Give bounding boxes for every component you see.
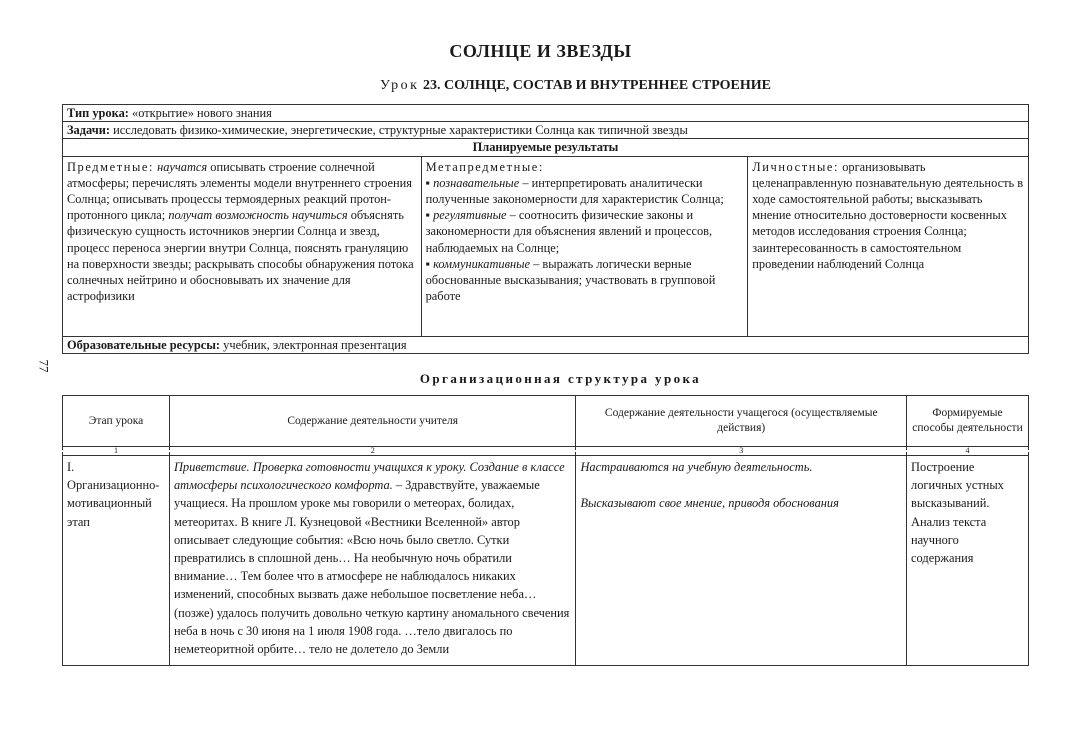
- personal-text: организовывать целенаправленную познават…: [752, 159, 1024, 271]
- subject-label: Предметные:: [67, 159, 155, 174]
- column-number: 4: [906, 446, 1029, 456]
- lesson-structure-table: Этап урока Содержание деятельности учите…: [62, 395, 1029, 666]
- subject-learn-text: описывать строение солнечной атмосферы; …: [67, 159, 412, 223]
- meta-label: Метапредметные:: [425, 159, 544, 174]
- header-teacher: Содержание деятельности учителя: [168, 395, 577, 447]
- header-stage: Этап урока: [62, 395, 170, 447]
- tasks-value: исследовать физико-химические, энергетич…: [113, 123, 688, 138]
- resources-row: Образовательные ресурсы: учебник, электр…: [62, 335, 1029, 354]
- page-title: СОЛНЦЕ И ЗВЕЗДЫ: [449, 41, 632, 61]
- subject-possibility-text: объяснять физическую сущность источников…: [67, 208, 414, 304]
- header-student: Содержание деятельности учащегося (осуще…: [575, 395, 908, 447]
- stage-cell: I. Организационно-мотивационный этап: [62, 455, 170, 666]
- skills-cell: Построение логичных устных высказываний.…: [906, 455, 1029, 666]
- teacher-cell: Приветствие. Проверка готовности учащихс…: [168, 455, 577, 666]
- structure-header-row: Этап урока Содержание деятельности учите…: [62, 395, 1029, 447]
- column-number: 1: [62, 446, 170, 456]
- lesson-type-value: «открытие» нового знания: [132, 106, 272, 120]
- meta-cognitive-label: познавательные: [433, 175, 520, 190]
- subject-possibility-label: получат возможность научиться: [168, 208, 348, 223]
- header-skills: Формируемые способы деятельности: [906, 395, 1029, 447]
- planned-results-heading: Планируемые результаты: [62, 138, 1029, 157]
- personal-results-cell: Личностные: организовывать целенаправлен…: [747, 155, 1029, 337]
- meta-communicative: ▪ коммуникативные – выражать логически в…: [425, 256, 716, 304]
- subject-results-cell: Предметные: научатся описывать строение …: [62, 155, 422, 337]
- meta-cognitive-text: – интерпретировать аналитически полученн…: [425, 175, 724, 207]
- column-number-row: 1 2 3 4: [62, 446, 1029, 456]
- tasks-label: Задачи:: [67, 123, 110, 138]
- lesson-type-row: Тип урока: «открытие» нового знания: [62, 103, 1029, 123]
- meta-regulatory: ▪ регулятивные – соотносить физические з…: [425, 208, 713, 255]
- structure-heading: Организационная структура урока: [419, 371, 702, 386]
- lesson-info-table: Тип урока: «открытие» нового знания Зада…: [62, 103, 1029, 354]
- column-number: 3: [575, 446, 908, 456]
- lesson-name: 23. СОЛНЦЕ, СОСТАВ И ВНУТРЕННЕЕ СТРОЕНИЕ: [422, 78, 772, 93]
- meta-results-cell: Метапредметные: ▪ познавательные – интер…: [420, 155, 749, 337]
- student-action-2: Высказывают свое мнение, приводя обоснов…: [580, 496, 839, 511]
- meta-communicative-text: – выражать логически верные обоснованные…: [425, 256, 716, 304]
- table-row: I. Организационно-мотивационный этап При…: [62, 455, 1029, 666]
- meta-cognitive: ▪ познавательные – интерпретировать анал…: [425, 175, 724, 207]
- subject-learn-label: научатся: [157, 159, 208, 174]
- column-number: 2: [168, 446, 577, 456]
- student-action-1: Настраиваются на учебную деятельность.: [580, 460, 813, 474]
- lesson-type-label: Тип урока:: [67, 106, 129, 120]
- teacher-intro: Приветствие. Проверка готовности учащихс…: [173, 460, 565, 493]
- student-cell: Настраиваются на учебную деятельность. В…: [575, 455, 908, 666]
- planned-results-row: Планируемые результаты: [62, 138, 1029, 157]
- lesson-prefix: Урок: [379, 78, 420, 93]
- lesson-title: Урок 23. СОЛНЦЕ, СОСТАВ И ВНУТРЕННЕЕ СТР…: [0, 78, 1081, 94]
- tasks-row: Задачи: исследовать физико-химические, э…: [62, 121, 1029, 140]
- meta-communicative-label: коммуникативные: [433, 256, 531, 271]
- teacher-text: – Здравствуйте, уважаемые учащиеся. На п…: [173, 478, 570, 657]
- resources-label: Образовательные ресурсы:: [67, 337, 221, 352]
- meta-regulatory-text: – соотносить физические законы и законом…: [425, 208, 713, 255]
- resources-value: учебник, электронная презентация: [223, 337, 407, 352]
- results-row: Предметные: научатся описывать строение …: [62, 155, 1029, 337]
- meta-regulatory-label: регулятивные: [433, 208, 507, 223]
- personal-label: Личностные:: [752, 159, 840, 174]
